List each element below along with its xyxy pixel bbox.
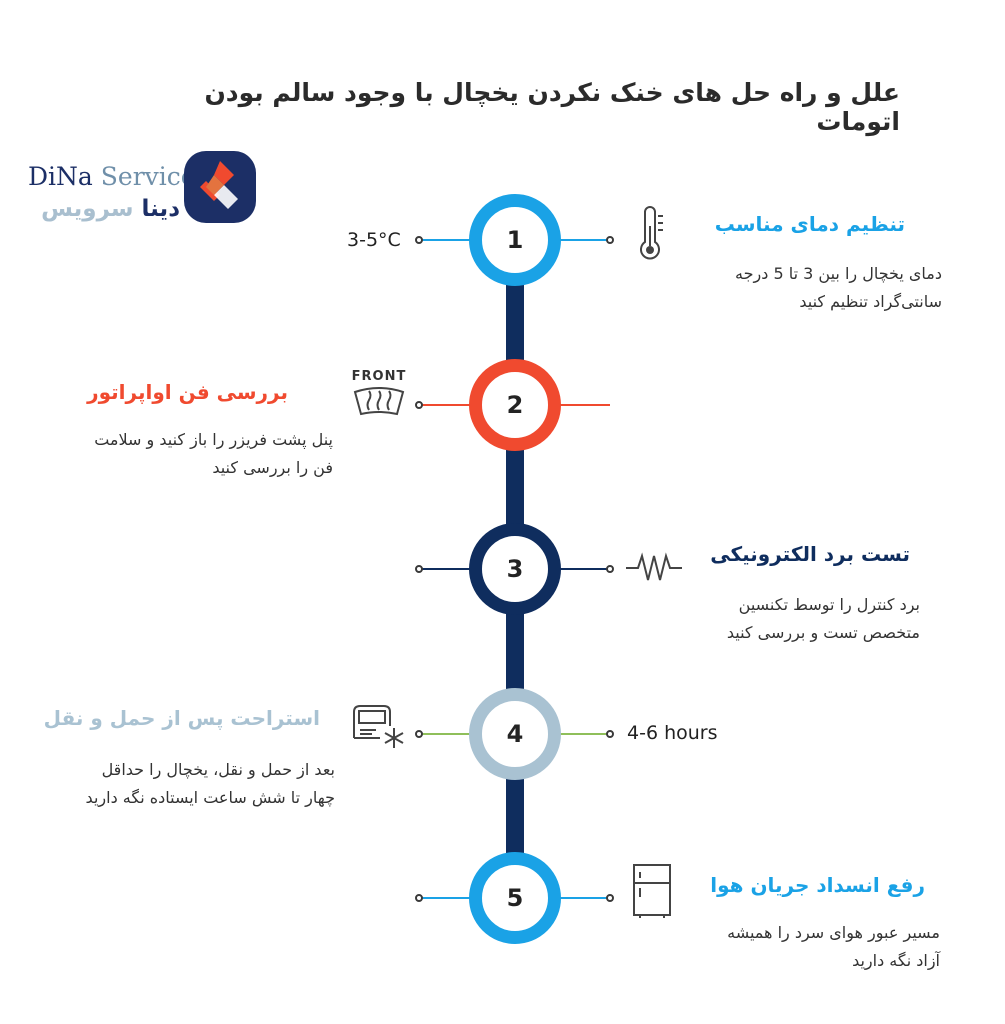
timeline-spine xyxy=(506,608,524,701)
connector-line xyxy=(560,568,610,570)
logo-en-service: Service xyxy=(100,162,196,191)
connector-dot xyxy=(606,894,614,902)
step-4-description: بعد از حمل و نقل، یخچال را حداقل چهار تا… xyxy=(55,756,335,812)
connector-dot xyxy=(415,236,423,244)
connector-dot xyxy=(606,565,614,573)
description-line: چهار تا شش ساعت ایستاده نگه دارید xyxy=(85,788,335,807)
logo-persian-text: دینا سرویس xyxy=(38,196,180,222)
connector-dot xyxy=(415,894,423,902)
connector-line xyxy=(560,897,610,899)
timeline-spine xyxy=(506,445,524,537)
step-node-1: 1 xyxy=(469,194,561,286)
connector-dot xyxy=(415,401,423,409)
step-2-heading: بررسی فن اواپراتور xyxy=(87,380,288,404)
description-line: متخصص تست و بررسی کنید xyxy=(726,623,920,642)
description-line: فن را بررسی کنید xyxy=(212,458,333,477)
page-title: علل و راه حل های خنک نکردن یخچال با وجود… xyxy=(204,78,900,136)
connector-line xyxy=(421,568,471,570)
step-number: 3 xyxy=(506,555,524,583)
step-number: 1 xyxy=(506,226,524,254)
front-defrost-icon: FRONT xyxy=(349,369,409,425)
description-line: پنل پشت فریزر را باز کنید و سلامت xyxy=(94,430,333,449)
step-5-heading: رفع انسداد جریان هوا xyxy=(710,873,925,897)
step-node-5: 5 xyxy=(469,852,561,944)
connector-line xyxy=(560,733,610,735)
timeline-spine xyxy=(506,280,524,370)
step-node-2: 2 xyxy=(469,359,561,451)
step-1-heading: تنظیم دمای مناسب xyxy=(714,212,905,236)
step-node-4: 4 xyxy=(469,688,561,780)
connector-line xyxy=(421,239,471,241)
step-3-heading: تست برد الکترونیکی xyxy=(710,542,910,566)
connector-dot xyxy=(415,730,423,738)
freezer-snowflake-icon xyxy=(353,705,404,748)
connector-line xyxy=(421,404,471,406)
connector-line xyxy=(421,897,471,899)
connector-dot xyxy=(606,730,614,738)
description-line: مسیر عبور هوای سرد را همیشه xyxy=(727,923,940,942)
connector-line xyxy=(560,239,610,241)
refrigerator-icon xyxy=(633,864,671,918)
temperature-range-label: 3-5°C xyxy=(347,229,401,251)
connector-dot xyxy=(415,565,423,573)
step-2-description: پنل پشت فریزر را باز کنید و سلامت فن را … xyxy=(33,426,333,482)
step-number: 5 xyxy=(506,884,524,912)
description-line: سانتی‌گراد تنظیم کنید xyxy=(799,292,942,311)
logo-english-text: DiNa Service xyxy=(28,162,196,191)
step-node-3: 3 xyxy=(469,523,561,615)
description-line: بعد از حمل و نقل، یخچال را حداقل xyxy=(101,760,335,779)
windshield-defrost-icon xyxy=(353,387,405,416)
resistor-icon xyxy=(626,552,682,581)
connector-line xyxy=(421,733,471,735)
brand-logo: DiNa Service دینا سرویس xyxy=(20,148,265,228)
description-line: دمای یخچال را بین 3 تا 5 درجه xyxy=(735,264,942,283)
step-4-heading: استراحت پس از حمل و نقل xyxy=(43,706,320,730)
thermometer-icon xyxy=(640,206,663,260)
step-5-description: مسیر عبور هوای سرد را همیشه آزاد نگه دار… xyxy=(670,919,940,975)
description-line: برد کنترل را توسط تکنسین xyxy=(738,595,920,614)
front-label: FRONT xyxy=(351,369,407,384)
connector-line xyxy=(560,404,610,406)
step-3-description: برد کنترل را توسط تکنسین متخصص تست و برر… xyxy=(660,591,920,647)
timeline-spine xyxy=(506,775,524,865)
connector-dot xyxy=(606,236,614,244)
step-number: 2 xyxy=(506,391,524,419)
logo-fa-dina: دینا xyxy=(141,196,180,222)
logo-mark-icon xyxy=(184,151,256,223)
description-line: آزاد نگه دارید xyxy=(852,951,940,970)
rest-duration-label: 4-6 hours xyxy=(627,722,718,744)
step-1-description: دمای یخچال را بین 3 تا 5 درجه سانتی‌گراد… xyxy=(672,260,942,316)
logo-fa-service: سرویس xyxy=(41,196,134,222)
logo-en-dina: DiNa xyxy=(28,162,93,191)
step-number: 4 xyxy=(506,720,524,748)
